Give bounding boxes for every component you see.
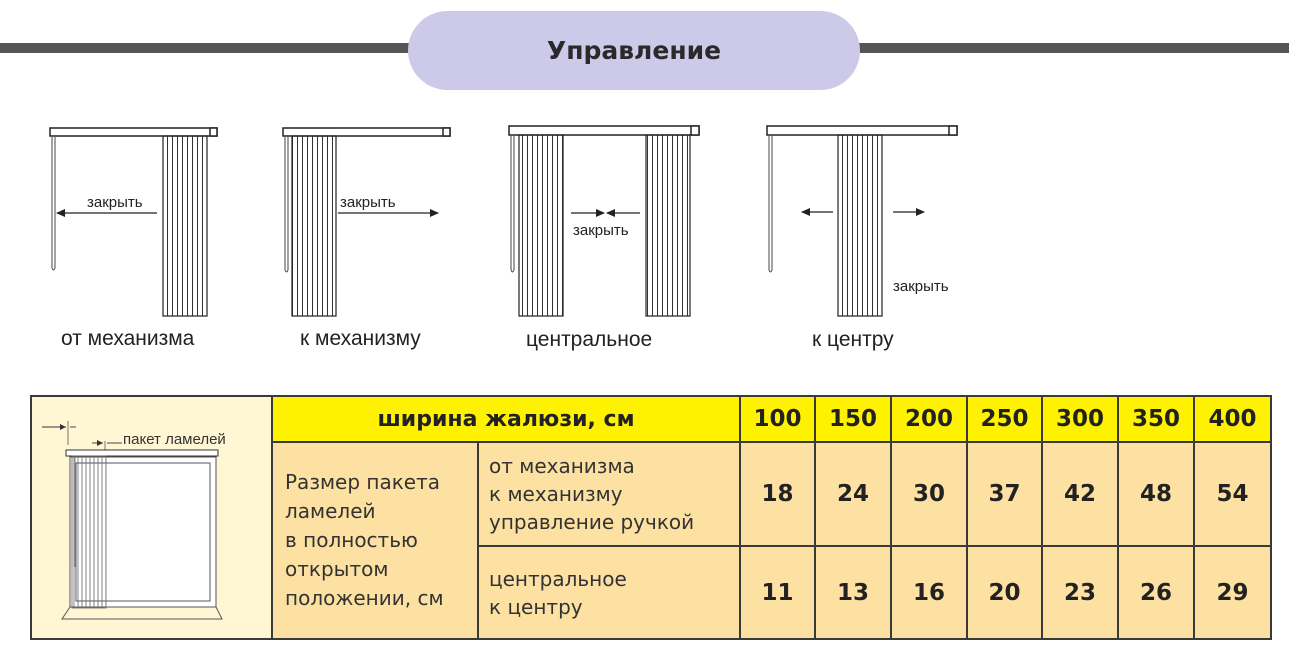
value-cell: 29 [1193, 545, 1272, 640]
row-label-line: в полностью [285, 528, 418, 552]
row-type-line: управление ручкой [489, 510, 695, 534]
width-col-100: 100 [739, 395, 816, 443]
value-cell: 24 [814, 441, 892, 547]
close-label: закрыть [340, 194, 396, 211]
row-label-line: ламелей [285, 499, 376, 523]
slat-stack-size-table: пакет ламелей ширина жалюзи, см 100 150 … [30, 395, 1272, 640]
value-cell: 20 [966, 545, 1043, 640]
width-col-150: 150 [814, 395, 892, 443]
section-title-text: Управление [546, 36, 722, 65]
close-label: закрыть [893, 278, 949, 295]
value-cell: 54 [1193, 441, 1272, 547]
value-cell: 26 [1117, 545, 1195, 640]
row-type-line: к механизму [489, 482, 623, 506]
row-label-line: Размер пакета [285, 470, 441, 494]
caption-to-mechanism: к механизму [300, 327, 421, 350]
control-diagrams: закрыть закрыть закрыть закрыть [49, 125, 958, 317]
row-type-line: к центру [489, 594, 583, 619]
width-col-200: 200 [890, 395, 968, 443]
diagram-central: закрыть [508, 125, 700, 317]
value-cell: 16 [890, 545, 968, 640]
diagram-to-center: закрыть [766, 125, 958, 317]
caption-to-center: к центру [812, 328, 894, 351]
width-col-300: 300 [1041, 395, 1119, 443]
value-cell: 48 [1117, 441, 1195, 547]
row-label-line: положении, см [285, 586, 444, 610]
value-cell: 13 [814, 545, 892, 640]
width-col-400: 400 [1193, 395, 1272, 443]
caption-from-mechanism: от механизма [61, 327, 195, 350]
width-col-250: 250 [966, 395, 1043, 443]
slat-pack-label: пакет ламелей [123, 431, 226, 448]
value-cell: 30 [890, 441, 968, 547]
value-cell: 23 [1041, 545, 1119, 640]
value-cell: 37 [966, 441, 1043, 547]
diagram-from-mechanism: закрыть [49, 127, 218, 317]
width-header: ширина жалюзи, см [271, 395, 741, 443]
row-type-line: от механизма [489, 454, 635, 478]
value-cell: 18 [739, 441, 816, 547]
row-group-label: Размер пакета ламелей в полностью открыт… [271, 441, 479, 640]
section-title: Управление [408, 11, 860, 90]
row-type-center: центральное к центру [477, 545, 741, 640]
value-cell: 11 [739, 545, 816, 640]
row-type-line: центральное [489, 566, 627, 591]
window-thumbnail: пакет ламелей [30, 395, 273, 640]
close-label: закрыть [573, 222, 629, 239]
value-cell: 42 [1041, 441, 1119, 547]
width-col-350: 350 [1117, 395, 1195, 443]
row-label-line: открытом [285, 557, 389, 581]
caption-central: центральное [526, 328, 653, 351]
row-type-side: от механизма к механизму управление ручк… [477, 441, 741, 547]
diagram-to-mechanism: закрыть [282, 127, 451, 317]
close-label: закрыть [87, 194, 143, 211]
